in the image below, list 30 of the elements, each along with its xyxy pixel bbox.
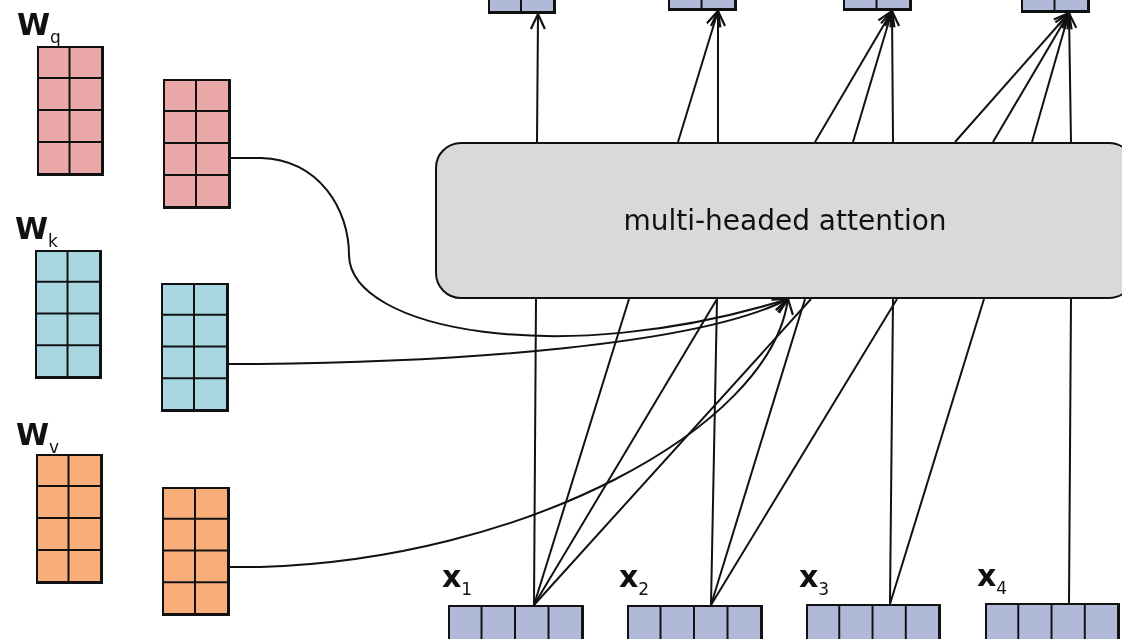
- connector-line: [533, 298, 537, 606]
- connector-line: [889, 298, 985, 605]
- input-label: x$_{2}$: [619, 562, 650, 598]
- matrix-label: W$_{k}$: [15, 214, 58, 250]
- connector-line: [533, 298, 812, 606]
- weight-matrix: [163, 79, 231, 209]
- connector-line: [710, 298, 898, 606]
- attention-box: [435, 142, 1122, 299]
- connector-line: [710, 298, 718, 606]
- input-label: x$_{3}$: [799, 562, 830, 598]
- arrow: [709, 9, 727, 143]
- arrow: [814, 9, 894, 143]
- connector-line: [710, 298, 806, 606]
- weight-matrix: [161, 283, 229, 412]
- input-label: x$_{4}$: [977, 561, 1008, 597]
- connector-line: [889, 298, 894, 605]
- weight-matrix: [162, 487, 230, 616]
- matrix-label: W$_{q}$: [17, 10, 61, 46]
- arrow: [1031, 11, 1073, 143]
- arrow: [1061, 11, 1078, 143]
- curved-arrow: [229, 297, 792, 568]
- arrow: [884, 9, 901, 143]
- connector-line: [1068, 298, 1072, 604]
- attention-label: multi-headed attention: [623, 204, 947, 237]
- arrow: [529, 12, 546, 143]
- input-label: x$_{1}$: [442, 562, 473, 598]
- arrow: [852, 9, 896, 143]
- arrow: [677, 9, 722, 143]
- connector-line: [533, 298, 718, 606]
- matrix-label: W$_{v}$: [16, 420, 60, 456]
